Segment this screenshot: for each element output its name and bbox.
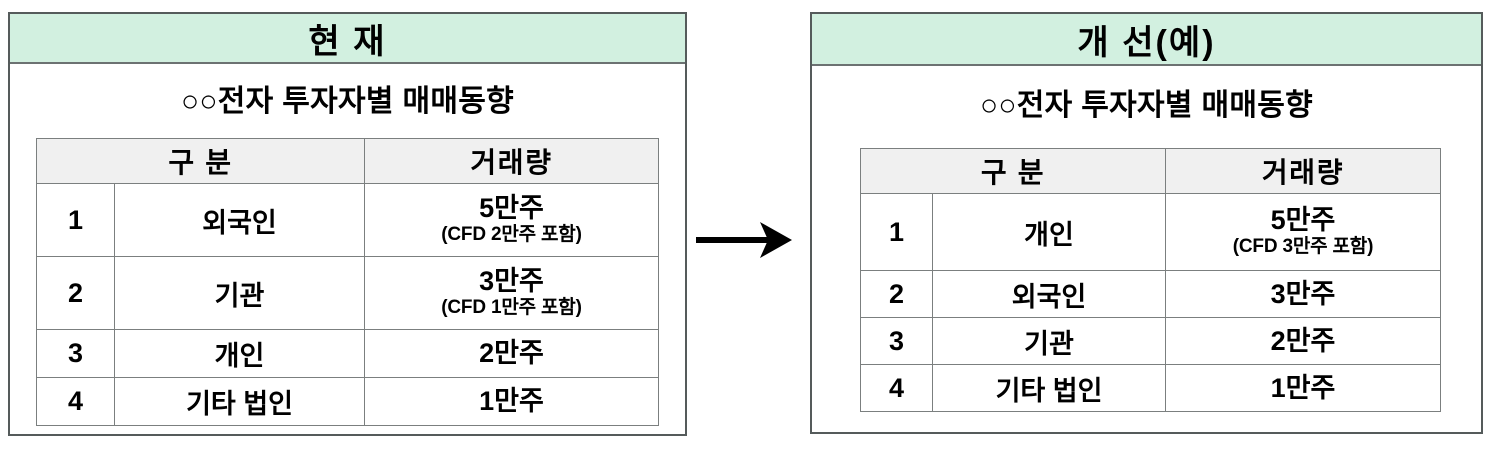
- row-investor-type: 기관: [114, 256, 365, 330]
- row-volume: 5만주 (CFD 2만주 포함): [364, 183, 659, 257]
- table-current-header-row: 구 분 거래량: [36, 138, 659, 184]
- table-current: 구 분 거래량 1 외국인 5만주 (CFD 2만주 포함) 2 기관 3만주 …: [36, 138, 659, 426]
- row-investor-type: 외국인: [114, 183, 365, 257]
- row-number: 3: [36, 329, 115, 378]
- table-row: 4 기타 법인 1만주: [36, 377, 659, 426]
- right-arrow-icon: [696, 222, 792, 258]
- column-header-type: 구 분: [860, 148, 1166, 194]
- row-volume: 2만주: [1165, 317, 1441, 365]
- row-volume-main: 1만주: [1270, 372, 1336, 403]
- table-row: 1 외국인 5만주 (CFD 2만주 포함): [36, 183, 659, 257]
- row-investor-type: 기타 법인: [114, 377, 365, 426]
- table-row: 3 기관 2만주: [860, 317, 1441, 365]
- row-volume: 5만주 (CFD 3만주 포함): [1165, 193, 1441, 271]
- table-row: 1 개인 5만주 (CFD 3만주 포함): [860, 193, 1441, 271]
- table-improved-header-row: 구 분 거래량: [860, 148, 1441, 194]
- row-number: 4: [36, 377, 115, 426]
- row-investor-type: 외국인: [932, 270, 1166, 318]
- row-volume-main: 5만주: [1270, 205, 1336, 236]
- row-number: 2: [36, 256, 115, 330]
- row-volume-main: 3만주: [479, 266, 544, 297]
- column-header-volume: 거래량: [1165, 148, 1441, 194]
- panel-current: 현 재 ○○전자 투자자별 매매동향 구 분 거래량 1 외국인 5만주 (CF…: [8, 12, 687, 436]
- row-volume: 1만주: [364, 377, 659, 426]
- panel-improved-header: 개 선(예): [812, 14, 1481, 66]
- row-investor-type: 개인: [114, 329, 365, 378]
- column-header-type: 구 분: [36, 138, 365, 184]
- panel-improved-subtitle: ○○전자 투자자별 매매동향: [979, 89, 1314, 122]
- row-volume-note: (CFD 3만주 포함): [1232, 235, 1374, 257]
- row-number: 1: [36, 183, 115, 257]
- row-volume: 1만주: [1165, 364, 1441, 412]
- row-volume-main: 2만주: [479, 338, 544, 369]
- row-volume: 3만주: [1165, 270, 1441, 318]
- panel-current-header: 현 재: [10, 14, 685, 64]
- table-improved: 구 분 거래량 1 개인 5만주 (CFD 3만주 포함) 2 외국인 3만주: [860, 148, 1441, 412]
- table-row: 2 기관 3만주 (CFD 1만주 포함): [36, 256, 659, 330]
- row-number: 4: [860, 364, 933, 412]
- row-volume-main: 2만주: [1270, 325, 1336, 356]
- row-volume-main: 5만주: [479, 193, 544, 224]
- row-investor-type: 개인: [932, 193, 1166, 271]
- row-volume-main: 3만주: [1270, 278, 1336, 309]
- row-investor-type: 기타 법인: [932, 364, 1166, 412]
- row-number: 2: [860, 270, 933, 318]
- row-volume-note: (CFD 1만주 포함): [441, 296, 582, 318]
- panel-improved: 개 선(예) ○○전자 투자자별 매매동향 구 분 거래량 1 개인 5만주 (…: [810, 12, 1483, 434]
- panel-current-subtitle: ○○전자 투자자별 매매동향: [180, 85, 515, 118]
- table-row: 4 기타 법인 1만주: [860, 364, 1441, 412]
- row-volume-main: 1만주: [479, 386, 544, 417]
- row-number: 1: [860, 193, 933, 271]
- row-number: 3: [860, 317, 933, 365]
- table-row: 3 개인 2만주: [36, 329, 659, 378]
- row-volume: 2만주: [364, 329, 659, 378]
- row-volume-note: (CFD 2만주 포함): [441, 223, 582, 245]
- row-investor-type: 기관: [932, 317, 1166, 365]
- column-header-volume: 거래량: [364, 138, 659, 184]
- table-row: 2 외국인 3만주: [860, 270, 1441, 318]
- row-volume: 3만주 (CFD 1만주 포함): [364, 256, 659, 330]
